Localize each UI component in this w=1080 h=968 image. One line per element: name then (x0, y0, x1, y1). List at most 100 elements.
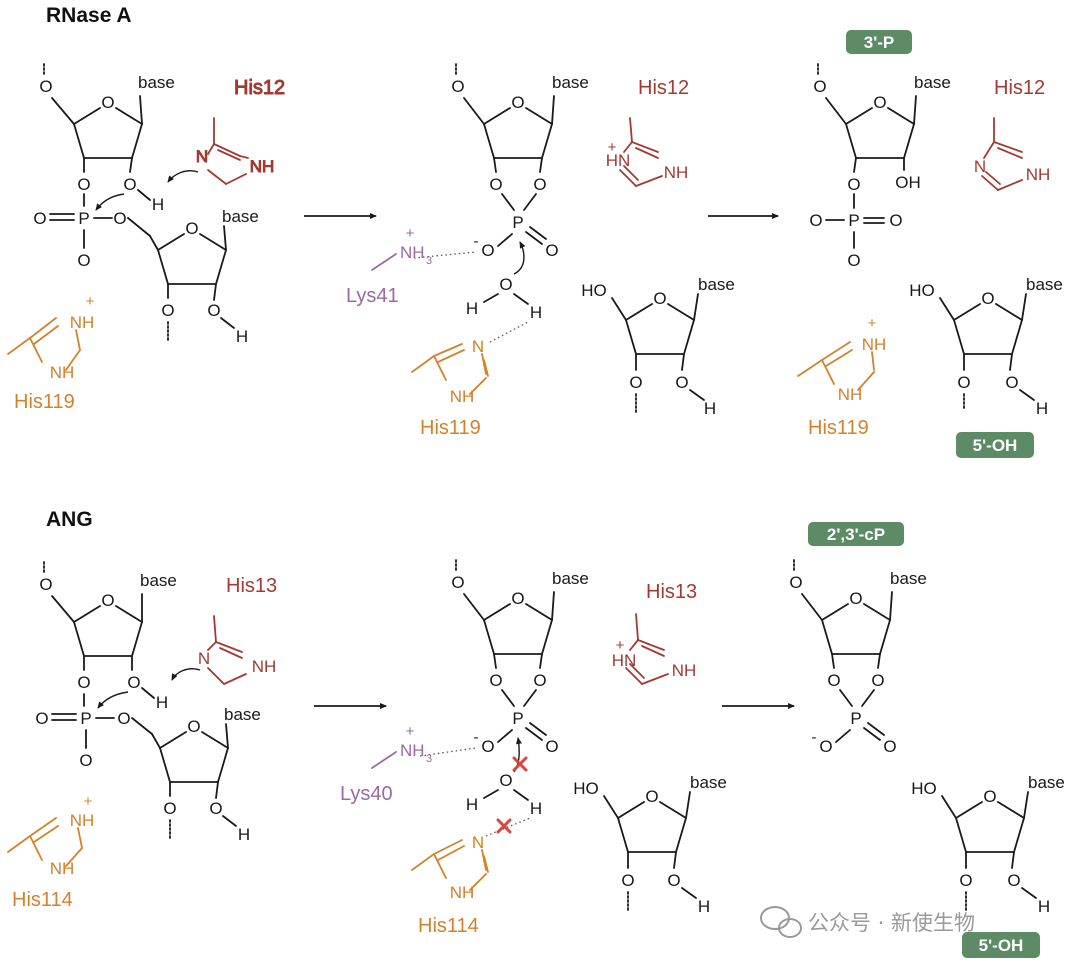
svg-text:O: O (33, 209, 46, 228)
svg-text:O: O (499, 771, 512, 790)
svg-text:O: O (489, 671, 502, 690)
svg-text:H: H (236, 327, 248, 346)
svg-text:His12: His12 (994, 77, 1045, 99)
his13-mid: His13 HN + NH (612, 581, 697, 685)
svg-text:His12: His12 (234, 77, 285, 99)
svg-text:N: N (974, 157, 986, 176)
svg-text:H: H (152, 195, 164, 214)
his119-mid: N NH His119 (411, 337, 489, 439)
svg-text:N: N (198, 649, 210, 668)
svg-text:HN: HN (606, 151, 631, 170)
svg-text:H: H (704, 399, 716, 418)
svg-text:O: O (117, 709, 130, 728)
lys41: NH 3 + Lys41 (346, 225, 432, 307)
his12-right: His12 N NH (974, 77, 1051, 191)
svg-text:H: H (238, 825, 250, 844)
svg-text:base: base (224, 705, 261, 724)
leaving-nucleoside-bottom: HO base O O H (573, 773, 727, 916)
svg-text:O: O (667, 871, 680, 890)
svg-text:+: + (616, 637, 625, 654)
svg-text:O: O (499, 275, 512, 294)
svg-text:base: base (552, 73, 589, 92)
watermark: 公众号 · 新使生物 (760, 906, 975, 938)
substrate-bottom: O base O O H P O O O base O O H (35, 559, 261, 844)
badge-5oh-bottom: 5'-OH (962, 932, 1040, 958)
svg-text:NH: NH (1026, 165, 1051, 184)
badge-5oh-top: 5'-OH (956, 432, 1034, 458)
svg-text:NH: NH (50, 363, 75, 382)
svg-text:O: O (163, 799, 176, 818)
svg-text:His13: His13 (646, 581, 697, 603)
svg-text:O: O (451, 573, 464, 592)
svg-text:+: + (406, 723, 415, 740)
svg-text:Lys40: Lys40 (340, 783, 393, 805)
svg-text:H: H (156, 693, 168, 712)
svg-text:O: O (813, 77, 826, 96)
svg-text:O: O (545, 241, 558, 260)
svg-text:NH: NH (450, 387, 475, 406)
panel-title-bottom: ANG (46, 508, 93, 531)
wechat-logo-icon (760, 906, 802, 938)
svg-text:O: O (883, 737, 896, 756)
svg-text:H: H (698, 897, 710, 916)
svg-text:O: O (629, 373, 642, 392)
svg-text:P: P (78, 209, 89, 228)
svg-text:O: O (871, 671, 884, 690)
svg-text:O: O (451, 77, 464, 96)
svg-text:O: O (123, 175, 136, 194)
svg-text:HO: HO (581, 281, 607, 300)
svg-text:O: O (77, 673, 90, 692)
svg-text:base: base (1028, 773, 1065, 792)
svg-text:O: O (489, 175, 502, 194)
svg-text:base: base (914, 73, 951, 92)
leaving-nucleoside-top: HO base O O H (581, 275, 735, 418)
svg-text:HO: HO (909, 281, 935, 300)
svg-text:O: O (827, 671, 840, 690)
svg-text:His12: His12 (638, 77, 689, 99)
svg-text:O: O (127, 673, 140, 692)
his119-right: NH + NH His119 (797, 315, 886, 439)
svg-text:O: O (113, 209, 126, 228)
svg-text:HO: HO (911, 779, 937, 798)
svg-text:公众号 · 新使生物: 公众号 · 新使生物 (808, 911, 975, 935)
svg-text:O: O (545, 737, 558, 756)
svg-text:H: H (1038, 897, 1050, 916)
svg-text:5'-OH: 5'-OH (979, 936, 1024, 955)
svg-text:O: O (957, 373, 970, 392)
his114-left: NH + NH His114 (7, 793, 95, 911)
svg-text:O: O (35, 709, 48, 728)
svg-text:HO: HO (573, 779, 599, 798)
svg-text:-: - (474, 729, 479, 746)
panel-title-top: RNase A (46, 4, 132, 27)
svg-text:+: + (608, 139, 617, 156)
svg-text:His119: His119 (14, 391, 75, 413)
his119-left: His119 NH + NH (7, 293, 95, 413)
svg-text:His13: His13 (226, 575, 277, 597)
svg-text:P: P (848, 211, 859, 230)
svg-text:O: O (481, 737, 494, 756)
svg-text:base: base (690, 773, 727, 792)
product-5oh-top: HO base O O H (909, 275, 1063, 418)
svg-text:O: O (889, 211, 902, 230)
svg-text:O: O (481, 241, 494, 260)
svg-text:O: O (789, 573, 802, 592)
svg-text:NH: NH (450, 883, 475, 902)
svg-text:His114: His114 (12, 889, 73, 911)
svg-text:+: + (868, 315, 877, 332)
svg-text:O: O (847, 175, 860, 194)
svg-text:NH: NH (70, 811, 95, 830)
svg-text:-: - (812, 729, 817, 746)
svg-text:base: base (552, 569, 589, 588)
his12-left: His12 N NH (195, 77, 286, 185)
svg-text:NH: NH (252, 657, 277, 676)
svg-text:NH: NH (250, 157, 275, 176)
svg-text:+: + (86, 293, 95, 310)
svg-text:base: base (222, 207, 259, 226)
svg-text:His119: His119 (420, 417, 481, 439)
svg-text:His119: His119 (808, 417, 869, 439)
svg-text:H: H (530, 799, 542, 818)
svg-text:O: O (533, 175, 546, 194)
svg-text:5'-OH: 5'-OH (973, 436, 1018, 455)
svg-text:P: P (80, 709, 91, 728)
